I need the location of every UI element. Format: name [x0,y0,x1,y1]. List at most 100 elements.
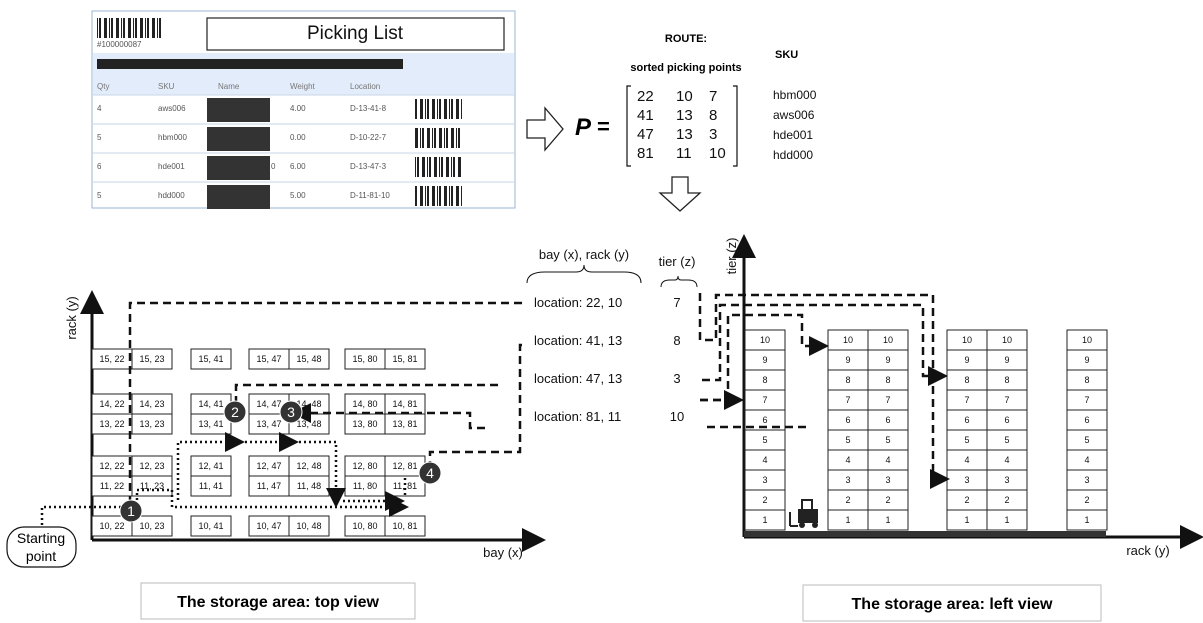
matrix-cell: 8 [709,107,717,124]
col-header-qty: Qty [97,82,109,91]
tier-cell-label: 10 [883,335,893,345]
matrix-cell: 13 [676,126,693,143]
storage-cell-label: 12, 81 [392,461,417,471]
tier-cell-label: 7 [964,395,969,405]
storage-cell-label: 15, 23 [139,354,164,364]
route-dotted-path [40,488,409,525]
tier-cell-label: 10 [760,335,770,345]
tier-cell-label: 3 [1084,475,1089,485]
stop-marker [119,499,143,523]
col-header-sku: SKU [158,82,175,91]
storage-cell-label: 14, 81 [392,399,417,409]
stop-number: 2 [231,404,239,420]
top-view-caption: The storage area: top view [177,594,379,611]
storage-cell-label: 13, 48 [296,419,321,429]
col-header-location: Location [350,82,380,91]
tier-cell-label: 4 [845,455,850,465]
storage-cell-label: 14, 47 [256,399,281,409]
stop-marker [223,400,247,424]
row-sku: hbm000 [158,133,187,142]
storage-cell [190,455,232,477]
matrix-right-bracket [733,85,738,167]
picking-list-id: #100000087 [97,40,142,49]
tier-cell-label: 5 [845,435,850,445]
tier-cell-label: 7 [885,395,890,405]
tier-cell-label: 10 [962,335,972,345]
location-tier: 8 [673,333,680,348]
tier-cell-label: 1 [1004,515,1009,525]
storage-cell [131,515,173,537]
storage-cell-label: 14, 23 [139,399,164,409]
stray-digit: 0 [271,162,276,171]
storage-cell [131,455,173,477]
storage-cell-label: 11, 41 [199,481,223,491]
storage-cell-label: 12, 47 [256,461,281,471]
tier-cell-label: 2 [762,495,767,505]
location-label: location: 22, 10 [534,295,622,310]
tier-cell-label: 1 [762,515,767,525]
tier-cell-label: 3 [1004,475,1009,485]
col-header-name: Name [218,82,240,91]
tier-cell-label: 6 [1004,415,1009,425]
starting-point: Starting point [6,526,77,568]
tier-cell-label: 4 [1004,455,1009,465]
storage-cell-label: 10, 80 [352,521,377,531]
location-label: location: 81, 11 [534,409,621,424]
tier-cell-label: 10 [843,335,853,345]
tier-cell-label: 2 [1004,495,1009,505]
tier-cell-label: 1 [1084,515,1089,525]
starting-point-label-2: point [26,548,56,564]
storage-cell-label: 15, 41 [198,354,223,364]
left-x-axis-label: rack (y) [1126,543,1169,558]
storage-cell-label: 13, 81 [392,419,417,429]
matrix-left-bracket [626,85,631,167]
row-weight: 5.00 [290,191,306,200]
stop-marker [418,461,442,485]
storage-cell [288,455,330,477]
tier-cell-label: 2 [964,495,969,505]
redacted-name [207,127,270,151]
tier-cell-label: 9 [1084,355,1089,365]
starting-point-label-1: Starting [17,530,65,546]
sku-item: hbm000 [773,88,817,102]
sku-item: aws006 [773,108,815,122]
row-location: D-13-41-8 [350,104,387,113]
stop-number: 4 [426,465,434,481]
tier-cell-label: 3 [845,475,850,485]
matrix-cell: 47 [637,126,654,143]
picking-list-barcode [97,18,161,38]
tier-cell-label: 8 [964,375,969,385]
sku-item: hde001 [773,128,813,142]
storage-cell-label: 11, 23 [140,481,164,491]
storage-cell-label: 11, 81 [393,481,417,491]
tier-cell-label: 7 [1084,395,1089,405]
storage-cell-label: 11, 48 [297,481,321,491]
row-sku: aws006 [158,104,186,113]
route-title: ROUTE: [665,33,707,45]
stop-number: 1 [127,503,135,519]
tier-cell-label: 9 [845,355,850,365]
location-list: bay (x), rack (y) tier (z) location: 22,… [526,247,698,424]
storage-cell-label: 14, 22 [99,399,124,409]
location-tier: 7 [673,295,680,310]
location-label: location: 41, 13 [534,333,622,348]
storage-cell-label: 10, 48 [296,521,321,531]
tier-cell-label: 10 [1082,335,1092,345]
storage-cell-label: 15, 47 [256,354,281,364]
route-dashed-path [128,301,522,522]
row-qty: 5 [97,191,102,200]
storage-cell-label: 13, 22 [99,419,124,429]
tier-cell-label: 5 [762,435,767,445]
row-location: D-10-22-7 [350,133,387,142]
storage-cell-label: 13, 41 [198,419,223,429]
tier-header: tier (z) [659,254,696,269]
storage-cell-label: 12, 41 [198,461,223,471]
storage-cell [288,348,330,370]
storage-cell-label: 13, 80 [352,419,377,429]
tier-cell-label: 5 [964,435,969,445]
storage-cell [190,515,232,537]
matrix-cell: 13 [676,107,693,124]
tier-cell-label: 3 [885,475,890,485]
